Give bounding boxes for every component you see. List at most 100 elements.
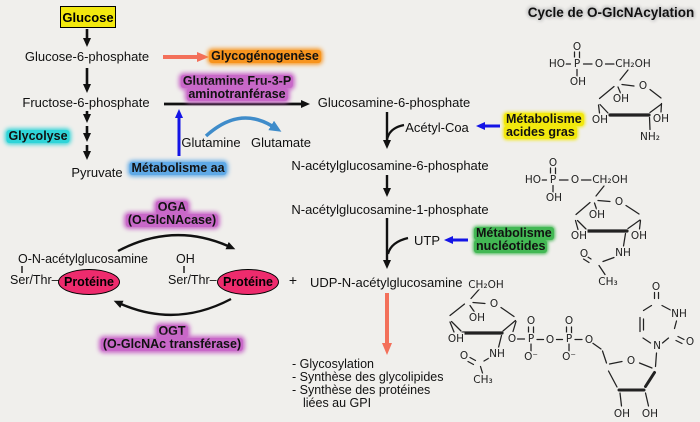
chem-bond (597, 104, 601, 114)
atom-label-O: O (652, 281, 660, 293)
label-metabolisme-acides-gras: Métabolisme acides gras (504, 113, 584, 139)
atom-label-OH: OH (448, 333, 464, 345)
atom-label-OH: OH (642, 408, 658, 420)
label-met-nuc-line1: Métabolisme (474, 226, 554, 240)
protein-right-label: Protéine (222, 275, 273, 289)
atom-label-O: O (615, 196, 623, 208)
chem-bond (602, 256, 615, 263)
atom-label-OH: OH (570, 76, 586, 88)
node-utp: UTP (414, 233, 440, 248)
label-gfat-line2: aminotranférase (186, 87, 288, 101)
chem-bond (607, 370, 618, 388)
atom-label-OH: OH (613, 93, 629, 105)
outcome-glycolipides: - Synthèse des glycolipides (292, 369, 444, 384)
atom-label-O: O (595, 58, 603, 70)
atom-label-O: O⁻ (562, 351, 576, 363)
chem-bond (593, 202, 598, 210)
label-glycogenogenese-text: Glycogénogenèse (209, 49, 321, 63)
chem-bond (470, 288, 480, 300)
chem-bond (617, 86, 622, 94)
chem-bond (644, 392, 650, 407)
atom-label-NH: NH₂ (640, 131, 660, 143)
atom-label-OH: OH (546, 192, 562, 204)
atom-label-P: P (574, 58, 580, 70)
label-oga-line2: (O-GlcNAcase) (125, 213, 219, 227)
atom-label-OH: OH (631, 230, 647, 242)
outcome-glycosylation: - Glycosylation (292, 357, 374, 371)
chem-bond (483, 356, 491, 362)
node-glucose: Glucose (60, 6, 116, 28)
atom-label-OH: OH (469, 312, 485, 324)
atom-label-P: P (550, 174, 556, 186)
label-met-nuc-line2: nucléotides (474, 239, 548, 253)
node-n-acetylglucosamine-1-phosphate: N-acétylglucosamine-1-phosphate (291, 202, 489, 217)
atom-label-O: O (460, 350, 468, 362)
chem-bond (673, 320, 678, 330)
atom-label-NH: NH (671, 308, 687, 320)
chem-bond (591, 342, 602, 350)
chem-bond (595, 185, 605, 197)
chem-bond (502, 319, 517, 332)
atom-label-CH: CH₃ (598, 276, 617, 288)
label-oga-line1: OGA (155, 200, 189, 214)
atom-label-O: O (585, 334, 593, 346)
chem-bond (648, 116, 651, 131)
chem-bond (479, 365, 484, 374)
node-udp-n-acetylglucosamine: UDP-N-acétylglucosamine (310, 275, 463, 290)
arrow-ogt-arc (113, 297, 232, 317)
chem-bond (675, 339, 683, 345)
atom-label-O: O (490, 298, 498, 310)
label-met-gras-line1: Métabolisme (504, 112, 584, 126)
protein-left-label: Protéine (63, 275, 114, 289)
chem-bond (599, 103, 609, 114)
outcome-proteines: - Synthèse des protéines (292, 382, 431, 397)
chem-bond (575, 201, 591, 216)
node-glutamine: Glutamine (181, 135, 241, 150)
node-glucose-6-phosphate: Glucose-6-phosphate (24, 49, 150, 64)
chem-bond (449, 321, 455, 333)
label-glycogenogenese: Glycogénogenèse (209, 50, 321, 63)
label-o-n-acetylglucosamine: O-N-acétylglucosamine (18, 252, 148, 266)
chem-bond (584, 254, 592, 260)
chem-bond (597, 199, 611, 203)
atom-label-O: O (627, 355, 635, 367)
chem-bond (661, 337, 670, 344)
atom-label-O: O (639, 80, 647, 92)
chem-bond (642, 304, 653, 312)
atom-label-O: O (686, 336, 694, 348)
chem-bond (598, 85, 615, 100)
atom-label-OH: OH (589, 209, 605, 221)
chem-bond (469, 304, 476, 313)
atom-label-CH: CH₃ (473, 374, 492, 386)
atom-label-NH: NH (615, 247, 631, 259)
chem-bond (497, 334, 503, 349)
label-metabolisme-aa-text: Métabolisme aa (129, 161, 227, 175)
chem-bond (642, 337, 652, 344)
chem-bond (660, 102, 663, 113)
chem-bond (619, 392, 623, 407)
chem-bond (649, 88, 662, 99)
label-ser-thr-left: Ser/Thr– (10, 273, 59, 287)
label-ser-thr-right: Ser/Thr– (168, 273, 217, 287)
atom-label-O: O (565, 315, 573, 327)
atom-label-O: O (508, 333, 516, 345)
atom-label-HO: HO (549, 58, 565, 70)
atom-label-O: O⁻ (524, 351, 538, 363)
atom-label-CHOH: CH₂OH (615, 58, 651, 70)
chem-bond (644, 371, 656, 388)
atom-label-OH: OH (592, 114, 608, 126)
chem-bond (500, 306, 515, 318)
label-ogt-line2: (O-GlcNAc transférase) (100, 337, 244, 351)
label-glycolyse: Glycolyse (6, 130, 70, 143)
protein-ellipse-right: Protéine (217, 269, 279, 295)
chem-bond (574, 219, 579, 231)
atom-label-O: O (571, 174, 579, 186)
atom-label-OH: OH (653, 113, 669, 125)
node-glucose-label: Glucose (62, 9, 114, 25)
chem-bond (621, 83, 635, 87)
atom-label-O: O (580, 248, 588, 260)
outcome-gpi: liées au GPI (303, 395, 372, 410)
